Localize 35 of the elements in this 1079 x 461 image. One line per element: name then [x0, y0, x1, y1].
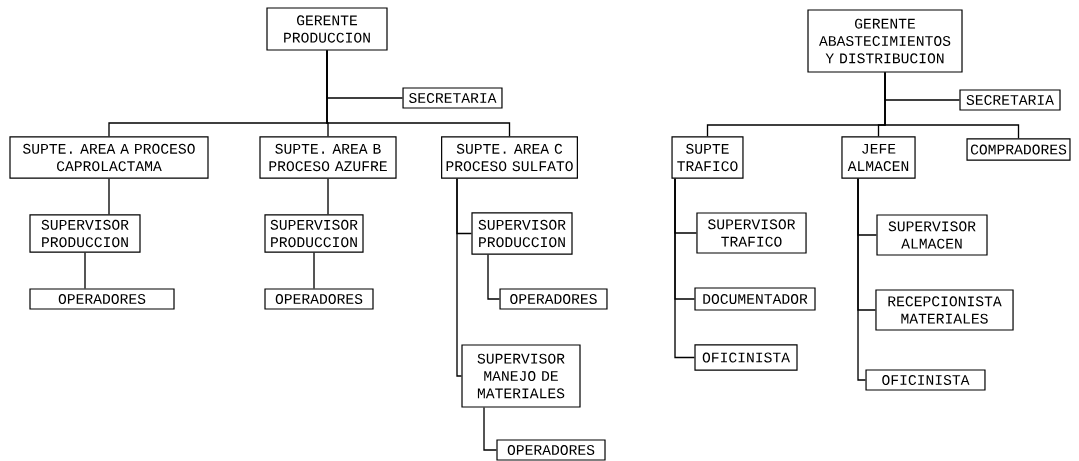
org-box: OPERADORES [499, 288, 608, 310]
connector-line [674, 177, 696, 359]
connector-line [884, 71, 1020, 140]
org-box: SUPERVISOR ALMACEN [876, 214, 988, 256]
connector-line [327, 177, 329, 216]
connector-line [456, 177, 463, 377]
org-box: SUPTE. AREA A PROCESO CAPROLACTAMA [9, 136, 209, 179]
org-box: SECRETARIA [402, 87, 503, 109]
org-box: COMPRADORES [966, 138, 1071, 161]
org-box: OPERADORES [29, 288, 175, 310]
org-box: SUPTE. AREA C PROCESO SULFATO [441, 136, 578, 179]
org-box: SUPERVISOR TRAFICO [696, 212, 807, 254]
connector-line [326, 49, 511, 138]
org-box: SUPERVISOR PRODUCCION [264, 214, 364, 253]
org-box: RECEPCIONISTA MATERIALES [875, 289, 1014, 331]
org-box: OFICINISTA [865, 369, 986, 391]
org-box: GERENTE PRODUCCION [266, 7, 388, 51]
org-box: SECRETARIA [959, 89, 1061, 111]
org-box: SUPERVISOR PRODUCCION [29, 214, 141, 253]
connector-line [108, 177, 110, 216]
org-box: SUPTE TRAFICO [671, 136, 744, 179]
connector-line [487, 253, 501, 300]
org-box: SUPERVISOR PRODUCCION [471, 212, 573, 255]
connector-line [313, 251, 315, 290]
connector-line [857, 177, 867, 381]
org-box: GERENTE ABASTECIMIENTOS Y DISTRIBUCION [807, 9, 963, 73]
org-box: DOCUMENTADOR [694, 287, 816, 311]
connector-line [84, 251, 86, 290]
connector-line [483, 406, 498, 451]
org-box: OFICINISTA [694, 344, 798, 371]
org-box: OPERADORES [496, 439, 606, 461]
org-box: SUPTE. AREA B PROCESO AZUFRE [259, 136, 397, 179]
org-box: OPERADORES [264, 288, 374, 310]
org-box: SUPERVISOR MANEJO DE MATERIALES [461, 344, 581, 408]
org-box: JEFE ALMACEN [841, 136, 916, 179]
